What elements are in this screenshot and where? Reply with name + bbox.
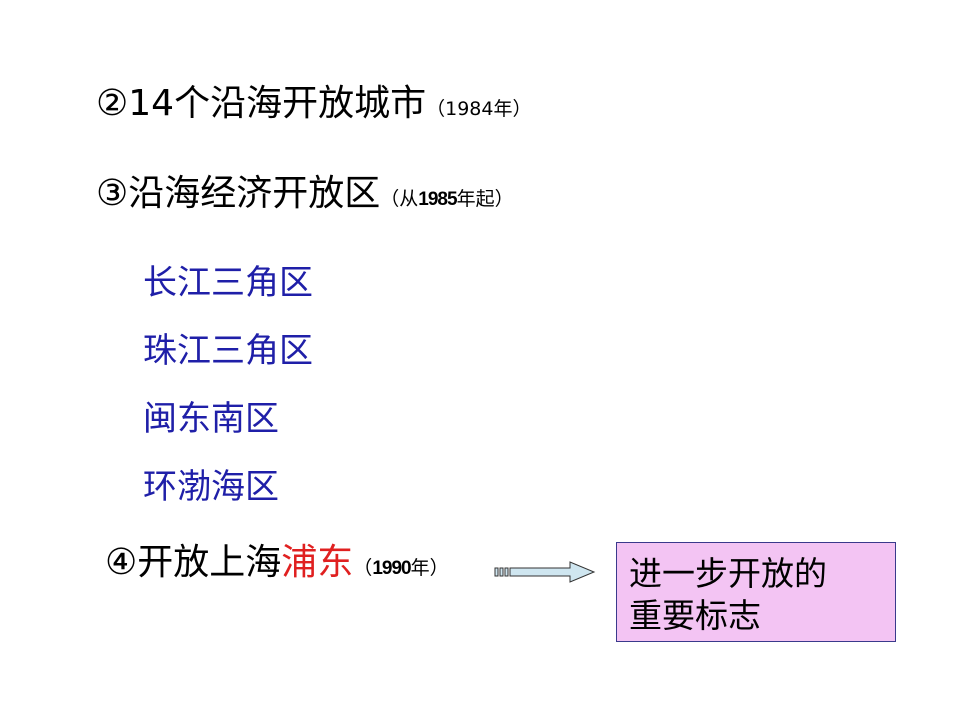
item-economic-zones-suffix: 年起） [456, 188, 514, 210]
item-coastal-cities-paren-close: ） [512, 98, 532, 120]
item-pudong-suffix: 年） [410, 557, 449, 579]
item-economic-zones-paren-open: （从 [380, 188, 419, 210]
item-economic-zones-year: 1985 [418, 189, 457, 210]
item-coastal-cities-paren-open: （ [426, 98, 446, 120]
item-pudong-year: 1990 [372, 558, 411, 579]
item-economic-zones-title: ③沿海经济开放区 [96, 173, 381, 214]
note-line-1: 进一步开放的 [629, 554, 827, 593]
region-pearl-delta: 珠江三角区 [143, 331, 313, 371]
item-pudong: ④开放上海浦东（1990年） [105, 545, 449, 581]
region-southeast-fujian: 闽东南区 [143, 399, 279, 439]
item-pudong-paren-open: （ [353, 557, 373, 579]
item-coastal-cities: ②14个沿海开放城市（1984年） [96, 86, 531, 122]
region-bohai-rim: 环渤海区 [143, 467, 279, 507]
right-arrow-icon [494, 561, 596, 583]
item-pudong-highlight: 浦东 [281, 542, 354, 583]
note-box: 进一步开放的 重要标志 [616, 542, 896, 642]
item-economic-zones: ③沿海经济开放区（从1985年起） [96, 176, 514, 212]
note-line-2: 重要标志 [629, 596, 761, 635]
item-coastal-cities-year: 1984年 [445, 98, 513, 120]
item-pudong-title: ④开放上海 [105, 542, 282, 583]
region-yangtze-delta: 长江三角区 [143, 263, 313, 303]
item-coastal-cities-title: ②14个沿海开放城市 [96, 83, 427, 124]
